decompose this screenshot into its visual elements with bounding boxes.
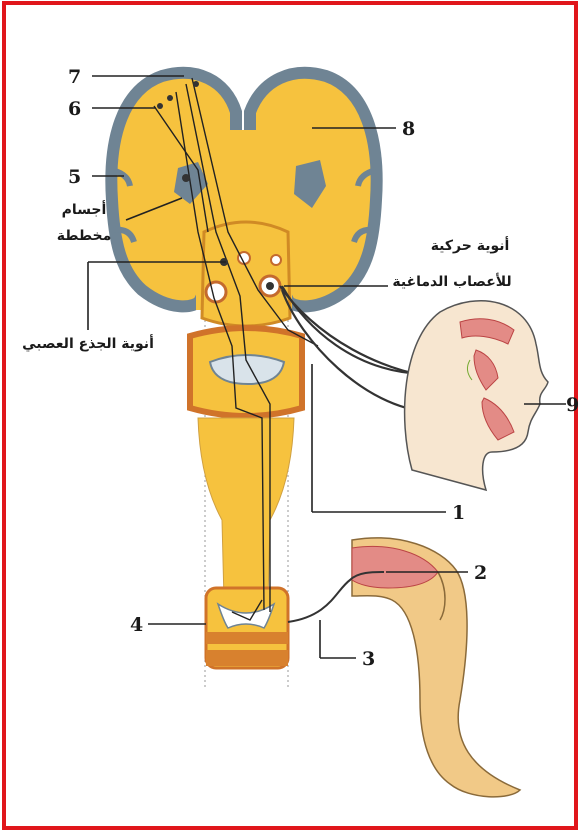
label-8: 8 bbox=[402, 118, 415, 140]
label-2: 2 bbox=[474, 562, 487, 584]
label-5: 5 bbox=[68, 166, 81, 188]
label-motor-nuclei-line2: للأعصاب الدماغية bbox=[392, 273, 511, 290]
label-7: 7 bbox=[68, 66, 81, 88]
label-3: 3 bbox=[362, 648, 375, 670]
arm-illustration bbox=[352, 538, 520, 797]
head-illustration bbox=[405, 301, 548, 490]
label-ajsam-line1: أجسام bbox=[62, 200, 107, 218]
spinal-cord bbox=[198, 418, 294, 600]
label-4: 4 bbox=[130, 614, 143, 636]
medulla bbox=[190, 328, 302, 416]
label-ajsam-line2: مخططة bbox=[57, 228, 112, 244]
brainstem bbox=[202, 222, 290, 326]
label-6: 6 bbox=[68, 98, 81, 120]
label-brainstem-nuclei: أنوية الجذع العصبي bbox=[22, 334, 154, 352]
label-9: 9 bbox=[566, 394, 579, 416]
spinal-segment bbox=[206, 588, 288, 668]
label-motor-nuclei-line1: أنوية حركية bbox=[431, 236, 510, 254]
label-1: 1 bbox=[452, 502, 465, 524]
